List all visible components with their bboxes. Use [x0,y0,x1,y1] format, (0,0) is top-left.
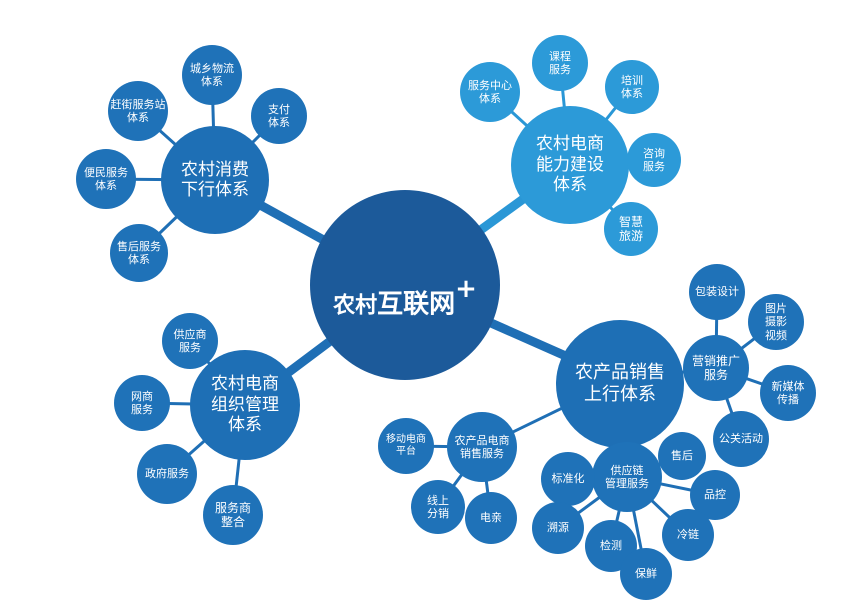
leaf-pay: 支付 体系 [251,88,307,144]
leaf-aftersale-supply: 售后 [658,432,706,480]
leaf-convenience: 便民服务 体系 [76,149,136,209]
hub-sales: 农产品销售 上行体系 [556,320,684,448]
leaf-logistics: 城乡物流 体系 [182,45,242,105]
leaf-fresh: 保鲜 [620,548,672,600]
leaf-service-center: 服务中心 体系 [460,62,520,122]
leaf-station: 赶街服务站 体系 [108,81,168,141]
leaf-train: 培训 体系 [605,60,659,114]
hub-org: 农村电商 组织管理 体系 [190,350,300,460]
leaf-tour: 智慧 旅游 [604,202,658,256]
subhub-marketing: 营销推广 服务 [683,335,749,401]
leaf-pr: 公关活动 [713,411,769,467]
subhub-ecsales: 农产品电商 销售服务 [447,412,517,482]
leaf-trace: 溯源 [532,502,584,554]
subhub-supply: 供应链 管理服务 [592,442,662,512]
center-label-prefix: 农村 [333,293,378,319]
leaf-ecom: 电亲 [465,492,517,544]
center-label: 农村互联网+ [333,249,477,321]
leaf-netshop: 网商 服务 [114,375,170,431]
center-label-sup: + [455,274,477,305]
leaf-supplier: 供应商 服务 [162,313,218,369]
leaf-standard: 标准化 [541,452,595,506]
leaf-detect: 检测 [585,520,637,572]
leaf-consult: 咨询 服务 [627,133,681,187]
hub-ecap: 农村电商 能力建设 体系 [511,106,629,224]
leaf-provider: 服务商 整合 [203,485,263,545]
leaf-gov: 政府服务 [137,444,197,504]
leaf-cold: 冷链 [662,509,714,561]
leaf-package: 包装设计 [689,264,745,320]
hub-consume: 农村消费 下行体系 [161,126,269,234]
leaf-course: 课程 服务 [532,35,588,91]
leaf-mobile: 移动电商 平台 [378,418,434,474]
leaf-media: 新媒体 传播 [760,365,816,421]
leaf-aftersale-consume: 售后服务 体系 [110,224,168,282]
center-node: 农村互联网+ [310,190,500,380]
center-label-main: 互联网 [377,289,456,320]
leaf-online: 线上 分销 [411,480,465,534]
leaf-photo: 图片 摄影 视频 [748,294,804,350]
